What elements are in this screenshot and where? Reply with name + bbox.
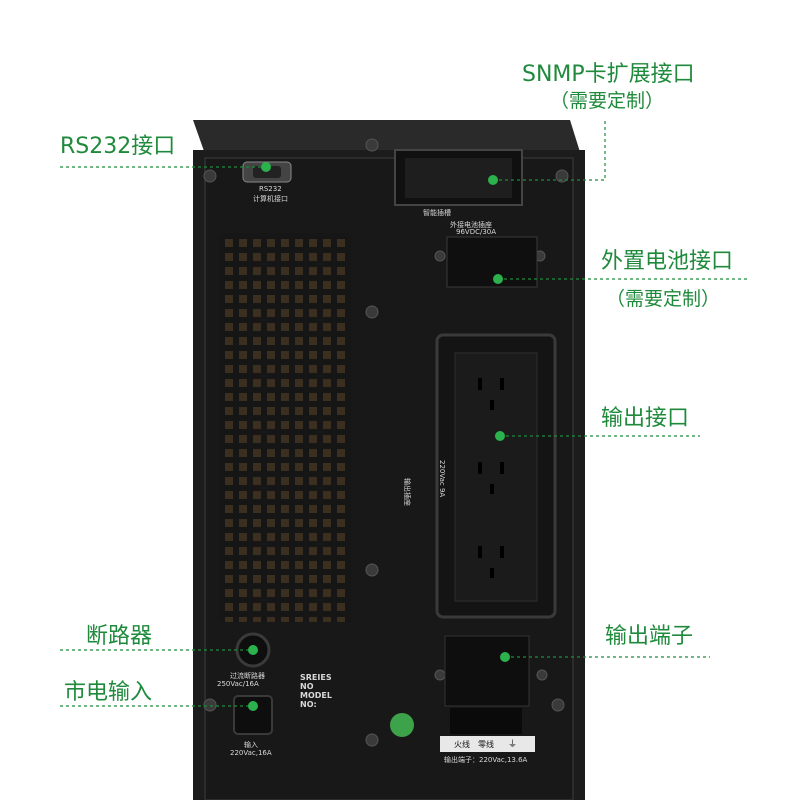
output-terminal-shape xyxy=(444,635,530,707)
callout-output-socket-title: 输出接口 xyxy=(601,406,690,431)
panel-breaker-label: 过流断路器 xyxy=(230,672,265,680)
screw xyxy=(203,698,217,712)
panel-series-label: SREIES xyxy=(300,673,332,682)
callout-rs232-title: RS232接口 xyxy=(60,134,176,159)
ground-sticker xyxy=(390,713,414,737)
battery-port-shape xyxy=(446,236,538,288)
callout-output-terminal-title: 输出端子 xyxy=(605,624,694,649)
panel-terminal-neutral: 零线 xyxy=(478,740,494,749)
panel-output-socket-rating: 220Vac 9A xyxy=(438,460,446,498)
panel-terminal-ground: ⏚ xyxy=(508,740,518,750)
panel-rs232-label: RS232 xyxy=(259,185,282,193)
screw xyxy=(551,698,565,712)
screw xyxy=(365,305,379,319)
panel-computer-port-label: 计算机接口 xyxy=(253,195,288,203)
screw xyxy=(203,169,217,183)
callout-snmp-note: （需要定制） xyxy=(550,90,665,112)
panel-terminal-live: 火线 xyxy=(454,740,470,749)
mains-input-shape xyxy=(233,695,273,735)
panel-smart-slot-label: 智能插槽 xyxy=(423,209,451,217)
panel-model-label: MODEL xyxy=(300,691,332,700)
panel-terminal-rating: 输出端子：220Vac,13.6A xyxy=(444,756,528,764)
screw xyxy=(365,138,379,152)
callout-battery-title: 外置电池接口 xyxy=(601,249,734,274)
callout-mains-title: 市电输入 xyxy=(64,680,153,705)
socket-holes xyxy=(478,378,504,578)
callout-battery-note: （需要定制） xyxy=(606,288,721,310)
panel-ext-battery-rating: 96VDC/30A xyxy=(456,228,497,236)
callout-snmp-title: SNMP卡扩展接口 xyxy=(522,62,695,87)
breaker-shape xyxy=(235,632,271,668)
panel-breaker-rating: 250Vac/16A xyxy=(217,680,259,688)
screw xyxy=(555,169,569,183)
screw xyxy=(434,669,446,681)
panel-input-label: 输入 xyxy=(244,741,258,749)
panel-output-socket-label: 输出插座 xyxy=(403,478,411,506)
screw xyxy=(536,669,548,681)
panel-ext-battery-label: 外接电池插座 xyxy=(450,221,492,229)
panel-no-label: NO xyxy=(300,682,314,691)
screw xyxy=(434,250,446,262)
panel-no2-label: NO: xyxy=(300,700,317,709)
screw xyxy=(365,563,379,577)
callout-breaker-title: 断路器 xyxy=(86,624,153,649)
screw xyxy=(365,733,379,747)
panel-input-rating: 220Vac,16A xyxy=(230,749,272,757)
